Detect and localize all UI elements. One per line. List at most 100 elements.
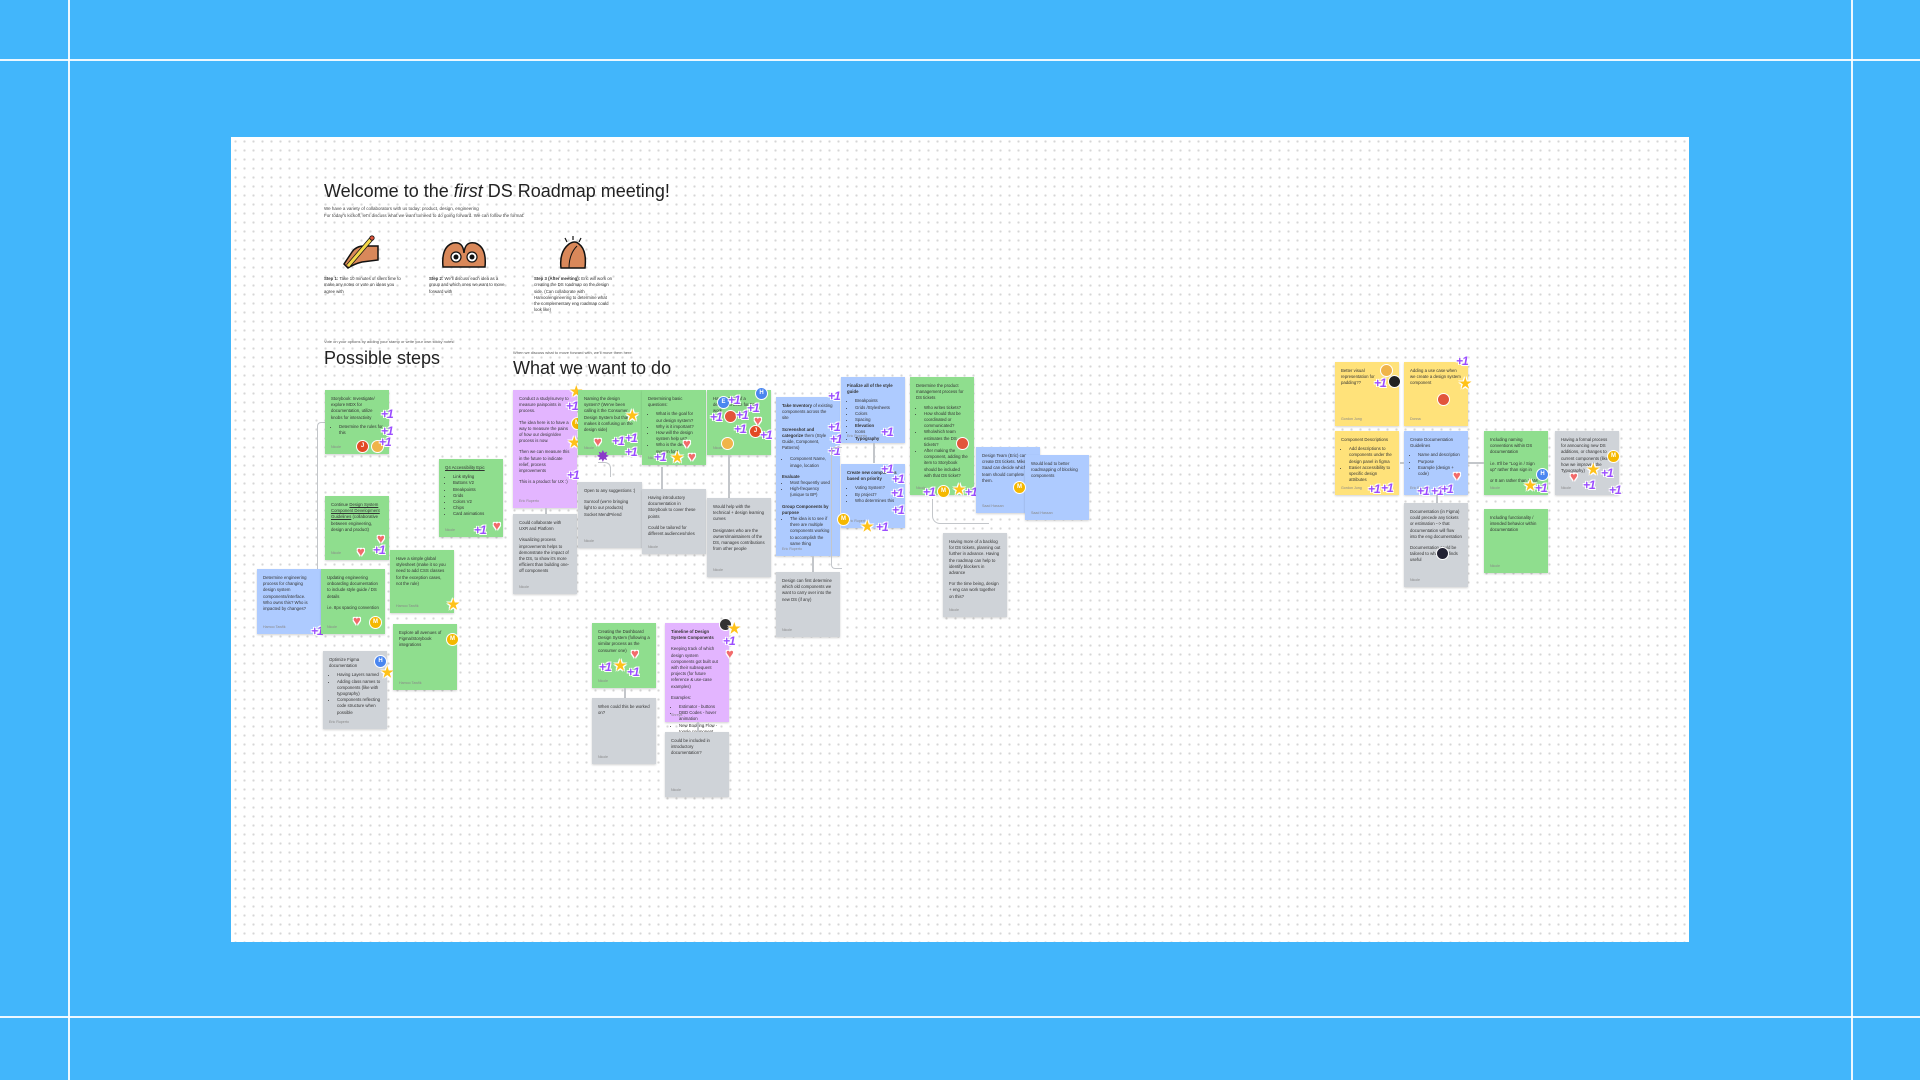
- avatar-stamp-face: [371, 440, 384, 453]
- connector-line: [932, 499, 989, 524]
- sticky-author: Hamoo Tawfik: [396, 603, 419, 608]
- plus-one-stamp: +1: [599, 660, 612, 674]
- sticky-text: Design can first determine which old com…: [782, 578, 832, 602]
- sticky-figma-first[interactable]: Documentation (in Figma) could precede a…: [1404, 503, 1468, 587]
- bullet: Why is it important?: [656, 424, 700, 430]
- sticky-bullets: Having Layers named Adding class names t…: [329, 672, 381, 715]
- star-stamp: ★: [1587, 461, 1600, 477]
- bullet: Breakpoints: [855, 398, 899, 404]
- heart-stamp: ♥: [631, 646, 639, 661]
- sticky-intro-docs[interactable]: Having introductory documentation in Sto…: [642, 489, 706, 554]
- plus-one-stamp: +1: [567, 468, 580, 482]
- sticky-dashboard[interactable]: Creating the Dashboard Design System (fo…: [592, 623, 656, 688]
- sticky-bullets: Name and description Purpose Example (de…: [1410, 452, 1462, 477]
- sticky-basic-questions[interactable]: Determining basic questions: What is the…: [642, 390, 706, 465]
- sticky-storybook-integrations[interactable]: Explore all avenues of Figma/Storybook i…: [393, 624, 457, 690]
- sticky-when[interactable]: When could this be worked on? Nicole: [592, 698, 656, 764]
- connector-arrow: [624, 688, 626, 698]
- whiteboard-canvas[interactable]: Welcome to the first DS Roadmap meeting!…: [231, 137, 1689, 942]
- sticky-author: Saad Hassan: [982, 503, 1004, 508]
- sticky-intro-question[interactable]: Could be included in introductory docume…: [665, 732, 729, 797]
- plus-one-stamp: +1: [625, 445, 638, 459]
- sticky-timeline[interactable]: Timeline of Design System Components Kee…: [665, 623, 729, 734]
- bullet: Who writes tickets?: [924, 405, 968, 411]
- bullet: Colors: [855, 411, 899, 417]
- sticky-text: Determine the product management process…: [916, 383, 964, 401]
- sticky-doc-guidelines[interactable]: Create Documentation Guidelines Name and…: [1404, 431, 1468, 495]
- sticky-naming[interactable]: Naming the design system? (We've been ca…: [578, 390, 642, 455]
- plus-one-stamp: +1: [723, 634, 736, 648]
- sticky-learning-curves[interactable]: Would help with the technical + design l…: [707, 498, 771, 577]
- sticky-author: Nicole: [584, 538, 594, 543]
- sticky-text: Open to any suggestions :): [584, 488, 636, 493]
- sticky-survey[interactable]: Conduct a study/survey to measure painpo…: [513, 390, 577, 508]
- guide-line-left: [68, 0, 70, 1080]
- bullet: High-frequency (unique to BP): [790, 486, 834, 498]
- sticky-stylesheet[interactable]: Have a simple global stylesheet (make it…: [390, 550, 454, 613]
- bold-text: Screenshot and categorize: [782, 426, 815, 438]
- sticky-use-case[interactable]: Adding a use case when we create a desig…: [1404, 362, 1468, 426]
- step-3-text: Step 3 (After meeting): Eric will work o…: [534, 276, 614, 314]
- plus-one-stamp: +1: [881, 462, 894, 476]
- connector-line: [728, 455, 730, 498]
- text-part: them (Style Guide, Component, Patterns): [782, 432, 827, 451]
- sticky-new-components[interactable]: Create new components based on priority …: [841, 464, 905, 528]
- bullet: Grids /Stylesheets: [855, 405, 899, 411]
- sticky-old-components[interactable]: Design can first determine which old com…: [776, 572, 840, 637]
- sticky-functionality[interactable]: Including functionality / intended behav…: [1484, 509, 1548, 573]
- sticky-author: Nicole: [713, 567, 723, 572]
- sticky-author: Saad Hassan: [1031, 510, 1053, 515]
- sticky-ux-platform[interactable]: Could collaborate with UXR and Platform …: [513, 514, 577, 594]
- plus-one-stamp: +1: [965, 485, 978, 499]
- sticky-naming-conventions[interactable]: Including naming conventions within DS d…: [1484, 431, 1548, 495]
- title-emphasis: first: [453, 181, 483, 201]
- sticky-text: Including naming conventions within DS d…: [1490, 437, 1533, 455]
- sticky-author: Nicole: [331, 550, 341, 555]
- star-stamp: ★: [953, 481, 966, 497]
- sticky-text: Designates who are the owners/maintainer…: [713, 527, 765, 552]
- sticky-eng-process[interactable]: Determine engineering process for changi…: [257, 569, 321, 634]
- sticky-text: Adding a use case when we create a desig…: [1410, 368, 1461, 386]
- sticky-descriptions[interactable]: Component Descriptions Add descriptions …: [1335, 431, 1399, 495]
- text-part: (collaborative between engineering, desi…: [331, 514, 379, 532]
- bold-text: Group Components by purpose: [782, 503, 829, 515]
- plus-one-stamp: +1: [830, 432, 843, 446]
- plus-one-stamp: +1: [891, 486, 904, 500]
- bullet: Example (design + code): [1418, 465, 1462, 477]
- bullet: Colors V2: [453, 499, 497, 505]
- sticky-accessibility-epic[interactable]: Q4 Accessibility Epic Link styling Butto…: [439, 459, 503, 537]
- plus-one-stamp: +1: [892, 503, 905, 517]
- avatar-stamp-m: M: [1607, 450, 1620, 463]
- plus-one-stamp: +1: [736, 408, 749, 422]
- avatar-stamp-h: H: [374, 655, 387, 668]
- sticky-backlog[interactable]: Having more of a backlog for DS tickets,…: [943, 533, 1007, 617]
- sticky-text: Having a formal process for announcing n…: [1561, 437, 1609, 474]
- bullet: Component Name, image, location: [790, 456, 834, 468]
- avatar-stamp-face: [721, 437, 734, 450]
- sticky-author: Nicole: [598, 678, 608, 683]
- sticky-guidelines[interactable]: Continue Design System Component Develop…: [325, 496, 389, 560]
- sticky-inventory[interactable]: Take Inventory of existing components ac…: [776, 397, 840, 556]
- connector-arrow: [1468, 462, 1484, 464]
- plus-one-stamp: +1: [627, 665, 640, 679]
- sticky-roadmapping[interactable]: Would lead to better roadmapping of bloc…: [1025, 455, 1089, 520]
- step-3-body: Eric will work on creating the DS roadma…: [534, 276, 613, 313]
- plus-one-stamp: +1: [625, 431, 638, 445]
- sticky-text: For the time being, design + eng can wor…: [949, 581, 999, 599]
- plus-one-stamp: +1: [379, 435, 392, 449]
- step-1-body: Take 10 minutes of silent time to make a…: [324, 276, 401, 294]
- avatar-stamp-h: H: [1536, 468, 1549, 481]
- sticky-author: Nicole: [327, 624, 337, 629]
- bullet: Easier accessibility to specific design …: [1349, 465, 1393, 484]
- sticky-announce[interactable]: Having a formal process for announcing n…: [1555, 431, 1619, 495]
- step-2-body: We'll discuss each idea as a group and w…: [429, 276, 505, 294]
- guidelines-link[interactable]: Design System Component Development Guid…: [331, 502, 380, 520]
- heart-stamp: ♥: [688, 449, 696, 464]
- step-2-label: Step 2:: [429, 276, 444, 281]
- bullet: Spacing: [855, 417, 899, 423]
- sticky-text: Having more of a backlog for DS tickets,…: [949, 539, 1001, 576]
- sticky-text: Could be included in introductory docume…: [671, 738, 710, 756]
- sticky-style-guide[interactable]: Finalize all of the style guide Breakpoi…: [841, 377, 905, 443]
- sticky-suggestions[interactable]: Open to any suggestions :) Sunroof (we'r…: [578, 482, 642, 548]
- sticky-pm-process[interactable]: Determine the product management process…: [910, 377, 974, 495]
